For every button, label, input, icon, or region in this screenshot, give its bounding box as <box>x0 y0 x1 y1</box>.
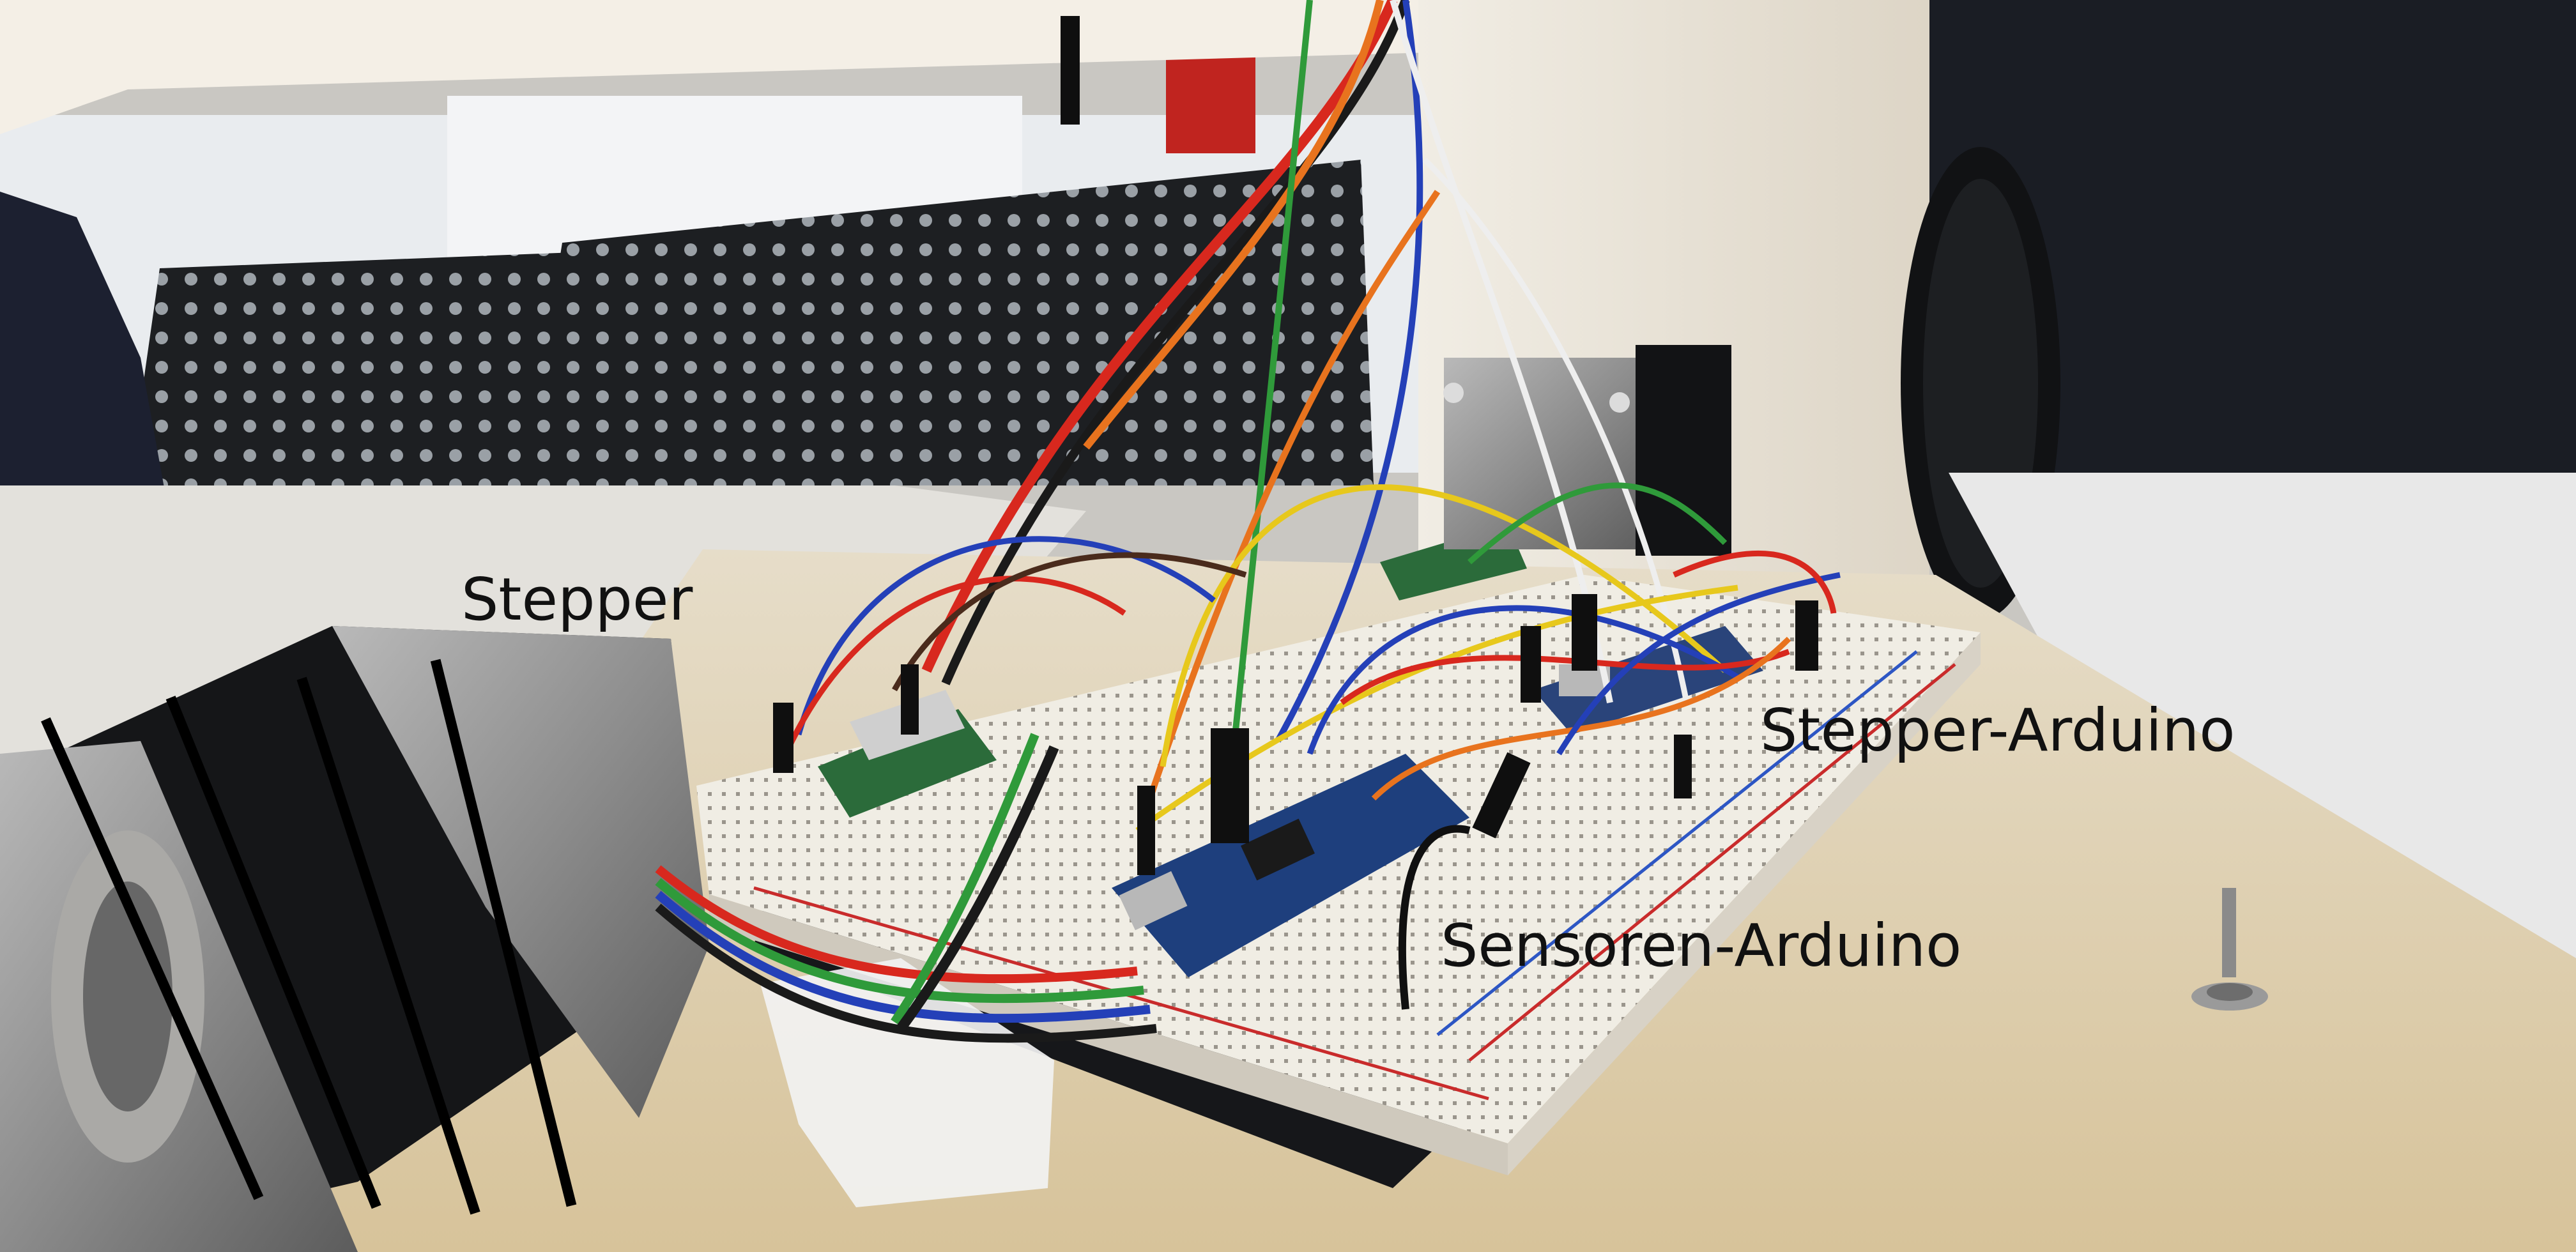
stepper-label: Stepper <box>461 565 693 634</box>
stepper-arduino-label: Stepper-Arduino <box>1760 696 2235 765</box>
sensoren-arduino-label: Sensoren-Arduino <box>1441 912 1962 980</box>
